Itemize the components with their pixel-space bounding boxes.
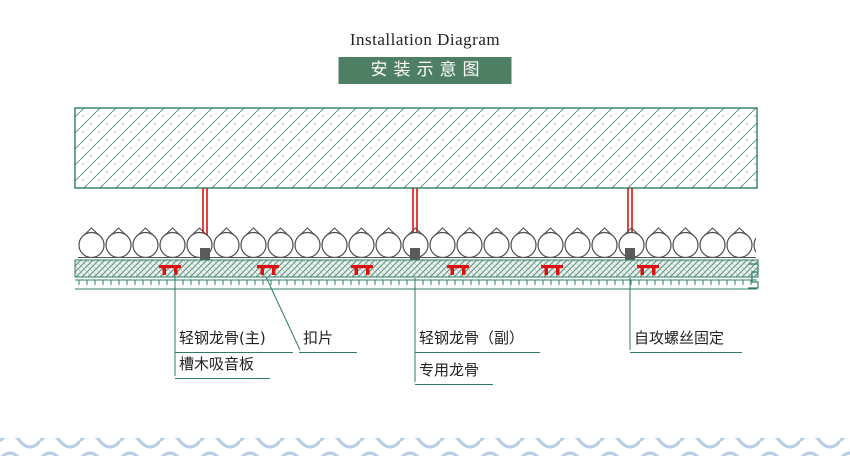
hanger-connectors — [200, 248, 635, 261]
label-sub-keel: 轻钢龙骨（副） — [415, 329, 540, 353]
label-screw-fixing: 自攻螺丝固定 — [630, 329, 742, 353]
leader-lines — [174, 272, 631, 382]
label-clip: 扣片 — [299, 329, 357, 353]
page-title-banner: 安装示意图 — [338, 57, 512, 84]
bottom-wave-divider — [0, 438, 850, 456]
fixing-clips — [159, 265, 659, 275]
label-special-keel: 专用龙骨 — [415, 361, 493, 385]
acoustic-panel-strip — [75, 263, 759, 290]
ceiling-slab — [74, 107, 758, 189]
label-main-keel: 轻钢龙骨(主) — [175, 329, 293, 353]
panel-edge-profile — [748, 263, 759, 289]
page-title-english: Installation Diagram — [349, 30, 501, 49]
label-acoustic-panel: 槽木吸音板 — [175, 355, 270, 379]
